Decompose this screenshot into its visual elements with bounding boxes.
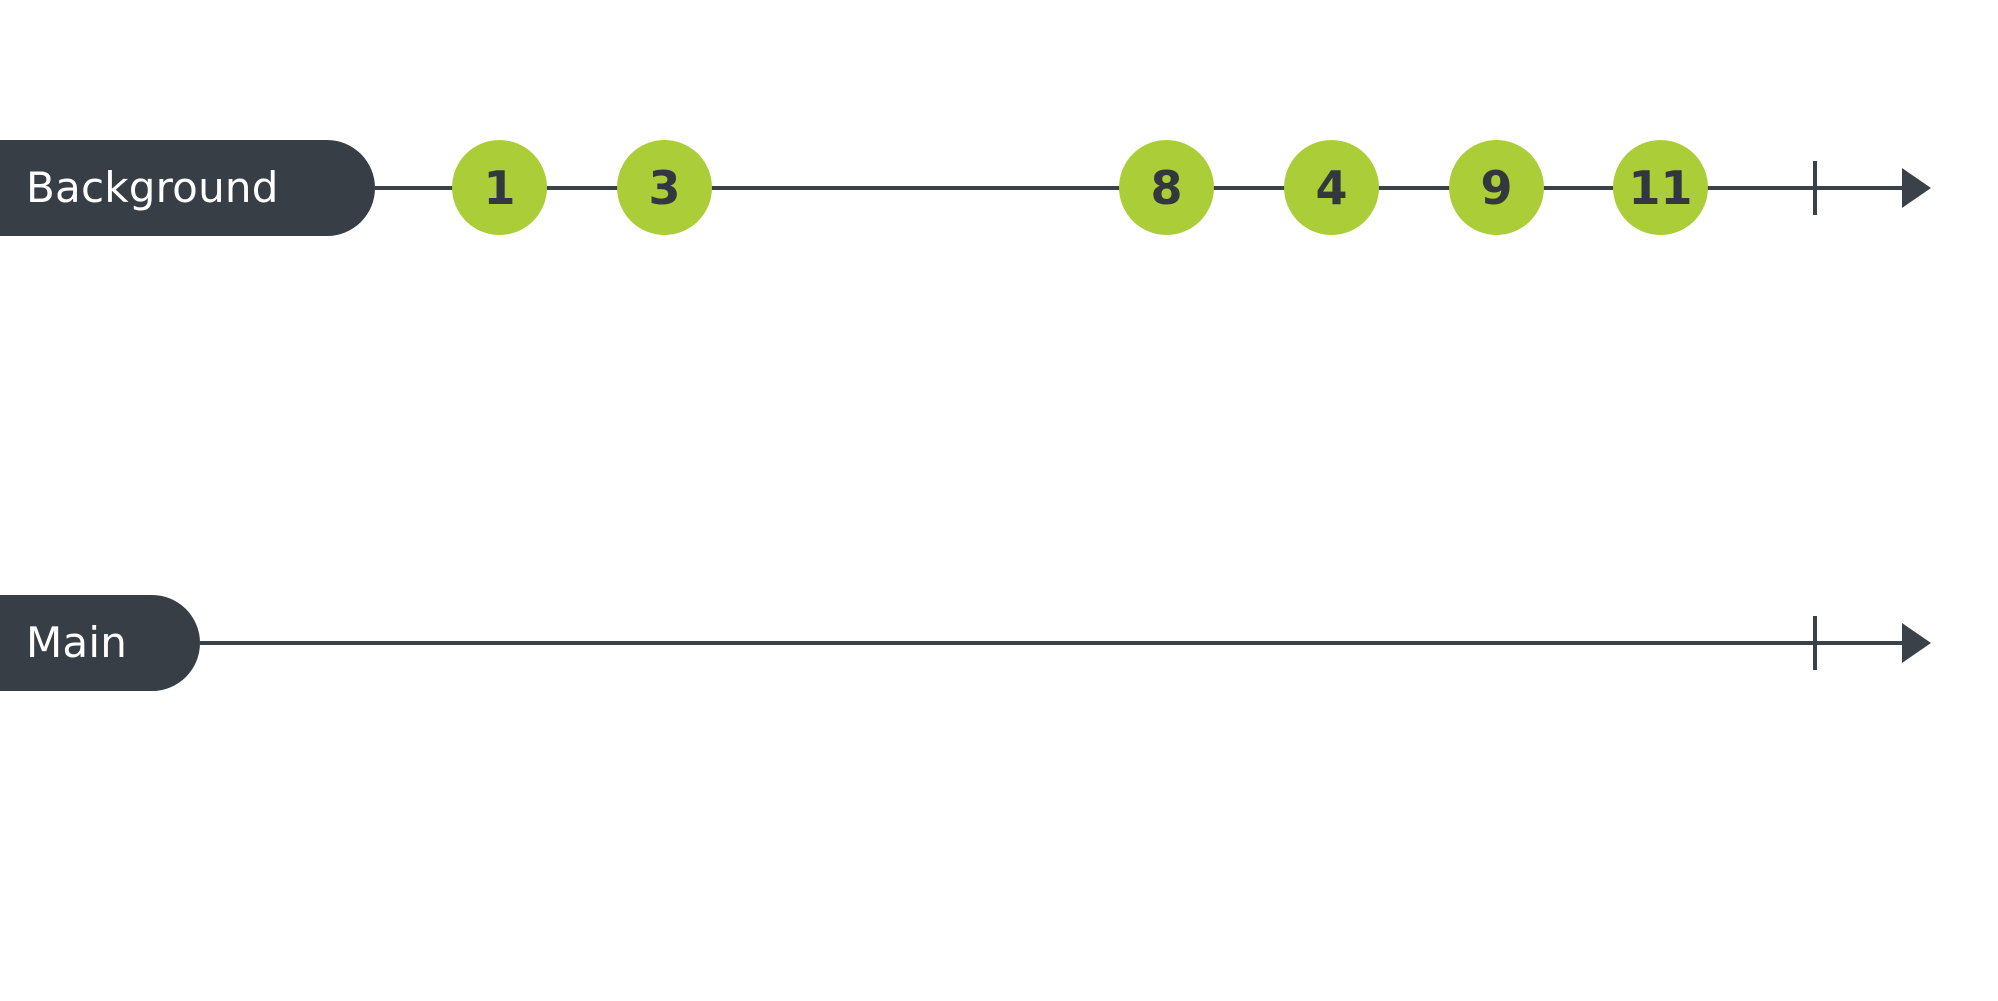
timeline-node[interactable]: 1 <box>452 140 547 235</box>
timeline-node[interactable]: 3 <box>617 140 712 235</box>
axis-arrow-background <box>1902 168 1931 208</box>
timeline-node[interactable]: 8 <box>1119 140 1214 235</box>
timeline-node[interactable]: 4 <box>1284 140 1379 235</box>
timeline-node-label: 4 <box>1315 160 1348 215</box>
lane-label-background-text: Background <box>26 163 279 212</box>
timeline-node-label: 9 <box>1480 160 1513 215</box>
timeline-node-label: 11 <box>1628 160 1693 215</box>
timeline-node[interactable]: 9 <box>1449 140 1544 235</box>
lane-label-main-text: Main <box>26 618 128 667</box>
timeline-node[interactable]: 11 <box>1613 140 1708 235</box>
axis-tick-main <box>1813 616 1817 670</box>
lane-label-main[interactable]: Main <box>0 595 200 691</box>
lane-main: Main <box>0 595 1998 755</box>
lane-label-background[interactable]: Background <box>0 140 375 236</box>
timeline-node-label: 8 <box>1150 160 1183 215</box>
axis-line-main <box>200 641 1902 645</box>
axis-tick-background <box>1813 161 1817 215</box>
axis-arrow-main <box>1902 623 1931 663</box>
timeline-node-label: 1 <box>483 160 516 215</box>
timeline-node-label: 3 <box>648 160 681 215</box>
lane-background: Background 1 3 8 4 9 11 <box>0 140 1998 300</box>
